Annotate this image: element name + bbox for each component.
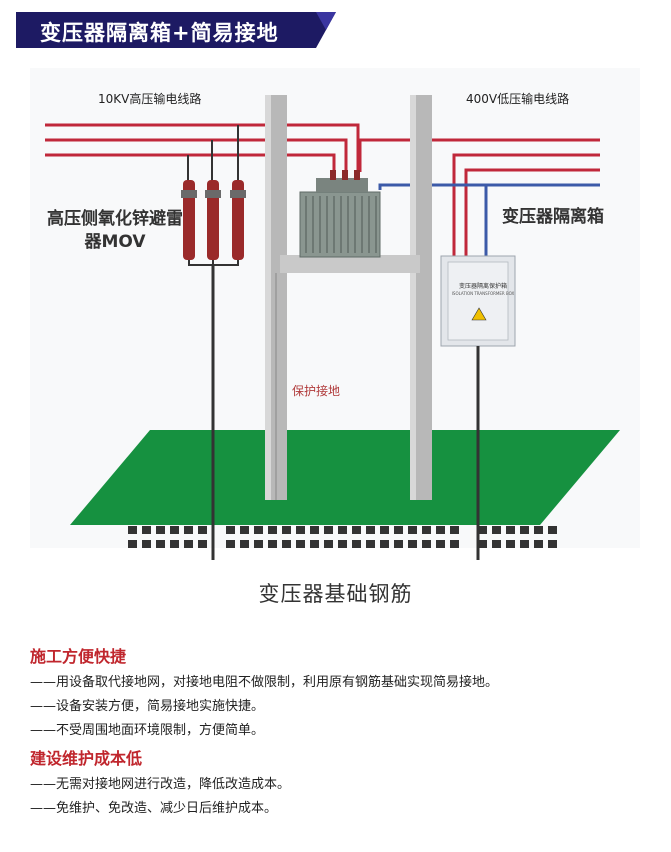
hv-lines bbox=[45, 123, 360, 175]
arrester-label: 高压侧氧化锌避雷器MOV bbox=[47, 209, 183, 252]
section-heading: 建设维护成本低 bbox=[30, 749, 143, 768]
foundation-rebar bbox=[128, 526, 557, 548]
hv-line-label: 10KV高压输电线路 bbox=[98, 92, 202, 106]
box-panel-subtitle: ISOLATION TRANSFORMER BOX bbox=[451, 291, 515, 296]
title-banner: 变压器隔离箱+简易接地 bbox=[16, 12, 336, 48]
page-title: 变压器隔离箱+简易接地 bbox=[40, 21, 279, 45]
ground-plane bbox=[70, 430, 620, 525]
transformer bbox=[299, 170, 381, 258]
feature-item: ——免维护、免改造、减少日后维护成本。 bbox=[30, 801, 278, 816]
box-panel-title: 变压器隔离保护箱 bbox=[458, 283, 507, 290]
feature-item: ——用设备取代接地网，对接地电阻不做限制，利用原有钢筋基础实现简易接地。 bbox=[30, 675, 499, 690]
arresters bbox=[181, 125, 246, 560]
lv-lines bbox=[358, 138, 600, 256]
feature-item: ——无需对接地网进行改造，降低改造成本。 bbox=[30, 777, 291, 792]
feature-item: ——不受周围地面环境限制，方便简单。 bbox=[30, 723, 265, 738]
isolation-box-label: 变压器隔离箱 bbox=[502, 207, 604, 227]
isolation-box bbox=[440, 255, 516, 560]
title-banner-bg bbox=[16, 12, 336, 48]
grounding-diagram: 10KV高压输电线路 400V低压输电线路 高压侧氧化锌避雷器MOV 变压器隔离… bbox=[0, 60, 671, 620]
features: 施工方便快捷 ——用设备取代接地网，对接地电阻不做限制，利用原有钢筋基础实现简易… bbox=[30, 643, 660, 821]
protective-earth-label: 保护接地 bbox=[292, 384, 341, 398]
warning-icon bbox=[471, 307, 487, 321]
foundation-label: 变压器基础钢筋 bbox=[258, 582, 413, 606]
lv-line-label: 400V低压输电线路 bbox=[466, 92, 570, 106]
diagram-drawing bbox=[30, 68, 640, 560]
section-heading: 施工方便快捷 bbox=[30, 647, 127, 666]
feature-item: ——设备安装方便，简易接地实施快捷。 bbox=[30, 699, 265, 714]
crossbar bbox=[280, 255, 420, 273]
